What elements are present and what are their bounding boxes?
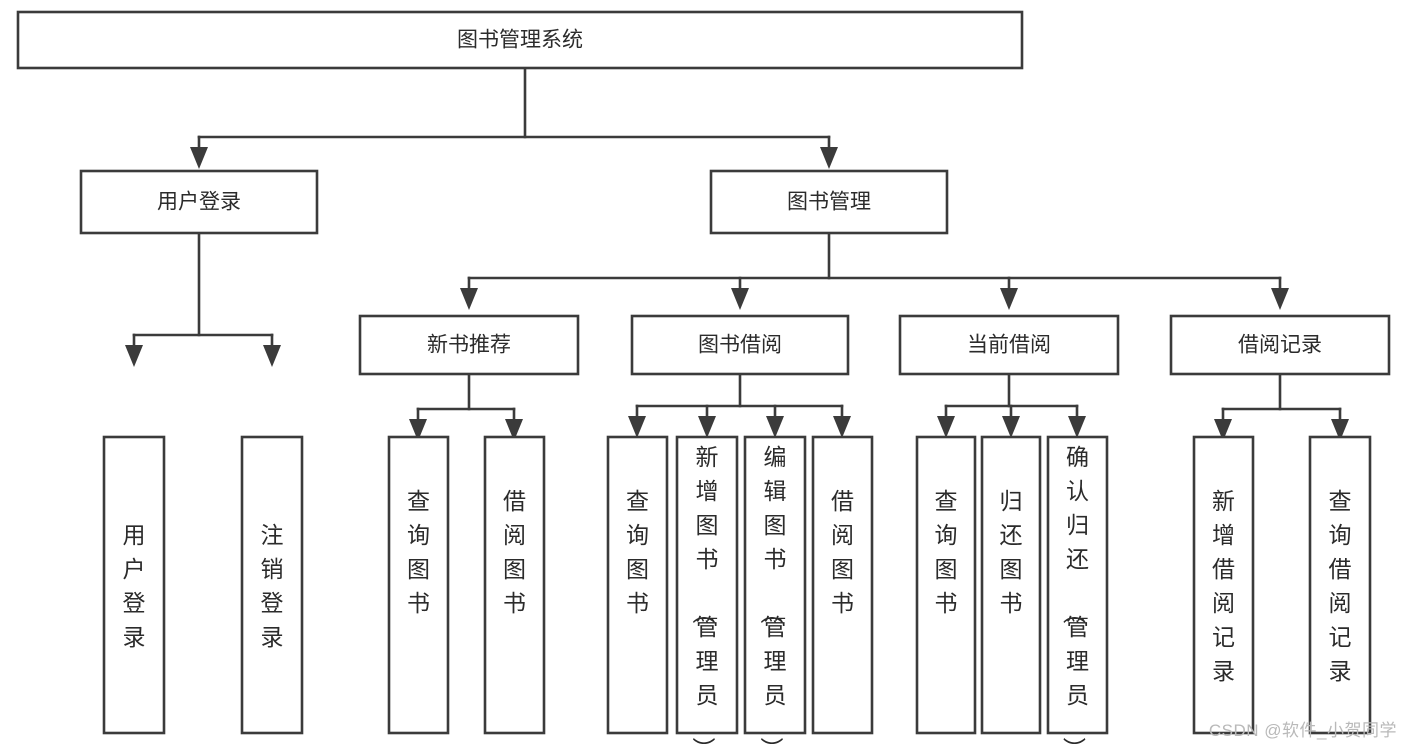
node-root-rect[interactable] xyxy=(16,10,1024,70)
connector-layer xyxy=(125,66,1349,441)
arrow-head-icon xyxy=(1271,288,1289,310)
node-level3-0[interactable] xyxy=(358,314,580,376)
node-leaf-7[interactable] xyxy=(811,435,874,735)
node-leaf-0[interactable] xyxy=(102,435,166,735)
node-level3-2[interactable] xyxy=(898,314,1120,376)
node-leaf-6-label: 编辑图书（管理员） xyxy=(759,444,787,747)
node-leaf-8[interactable] xyxy=(915,435,977,735)
arrow-head-icon xyxy=(628,416,646,438)
node-leaf-2[interactable] xyxy=(387,435,450,735)
node-leaf-10[interactable] xyxy=(1046,435,1109,735)
node-level2-1-rect[interactable] xyxy=(709,169,949,235)
arrow-head-icon xyxy=(731,288,749,310)
node-root[interactable] xyxy=(16,10,1024,70)
arrow-head-icon xyxy=(505,419,523,441)
edge-group-1-to-leaves xyxy=(628,372,851,438)
arrow-head-icon xyxy=(937,416,955,438)
node-leaf-3[interactable] xyxy=(483,435,546,735)
node-leaf-5-label: 新增图书（管理员） xyxy=(691,444,719,747)
node-leaf-5[interactable] xyxy=(675,435,739,735)
node-leaf-1[interactable] xyxy=(240,435,304,735)
node-leaf-9-rect[interactable] xyxy=(980,435,1042,735)
node-level2-0-label: 用户登录 xyxy=(157,191,241,214)
node-leaf-10-rect[interactable] xyxy=(1046,435,1109,735)
node-level3-3-rect[interactable] xyxy=(1169,314,1391,376)
node-leaf-2-label: 查询图书 xyxy=(407,488,430,616)
node-level2-1[interactable] xyxy=(709,169,949,235)
node-leaf-9-label: 归还图书 xyxy=(1000,488,1023,616)
node-level3-3-label: 借阅记录 xyxy=(1238,334,1322,357)
node-leaf-9[interactable] xyxy=(980,435,1042,735)
node-level2-0[interactable] xyxy=(79,169,319,235)
arrow-head-icon xyxy=(833,416,851,438)
node-leaf-4[interactable] xyxy=(606,435,669,735)
node-leaf-0-label: 用户登录 xyxy=(123,522,146,650)
edge-root-to-level2 xyxy=(190,66,838,169)
node-leaf-8-rect[interactable] xyxy=(915,435,977,735)
arrow-head-icon xyxy=(1331,419,1349,441)
node-leaf-12-rect[interactable] xyxy=(1308,435,1372,735)
node-level3-0-rect[interactable] xyxy=(358,314,580,376)
node-leaf-6[interactable] xyxy=(743,435,807,735)
node-leaf-6-rect[interactable] xyxy=(743,435,807,735)
node-leaf-12[interactable] xyxy=(1308,435,1372,735)
node-leaf-0-rect[interactable] xyxy=(102,435,166,735)
node-leaf-3-rect[interactable] xyxy=(483,435,546,735)
edge-group-3-to-leaves xyxy=(1214,372,1349,441)
node-level3-0-label: 新书推荐 xyxy=(427,334,511,357)
arrow-head-icon xyxy=(766,416,784,438)
edge-userlogin-to-leaves xyxy=(125,231,281,367)
node-level3-2-label: 当前借阅 xyxy=(967,334,1051,357)
node-leaf-3-label: 借阅图书 xyxy=(503,488,526,616)
arrow-head-icon xyxy=(1068,416,1086,438)
arrow-head-icon xyxy=(1002,416,1020,438)
node-layer: 图书管理系统用户登录图书管理新书推荐图书借阅当前借阅借阅记录用户登录注销登录查询… xyxy=(16,10,1391,747)
node-leaf-1-label: 注销登录 xyxy=(261,522,284,650)
node-root-label: 图书管理系统 xyxy=(457,29,583,52)
node-leaf-11-rect[interactable] xyxy=(1192,435,1255,735)
node-leaf-11-label: 新增借阅记录 xyxy=(1212,488,1235,684)
node-level3-1-label: 图书借阅 xyxy=(698,334,782,357)
node-level2-1-label: 图书管理 xyxy=(787,191,871,214)
edge-group-0-to-leaves xyxy=(409,372,523,441)
node-level2-0-rect[interactable] xyxy=(79,169,319,235)
node-level3-1-rect[interactable] xyxy=(630,314,850,376)
node-leaf-2-rect[interactable] xyxy=(387,435,450,735)
node-leaf-4-label: 查询图书 xyxy=(626,488,649,616)
edge-bookmgmt-to-level3 xyxy=(460,231,1289,310)
node-leaf-7-rect[interactable] xyxy=(811,435,874,735)
node-leaf-4-rect[interactable] xyxy=(606,435,669,735)
arrow-head-icon xyxy=(263,345,281,367)
node-leaf-5-rect[interactable] xyxy=(675,435,739,735)
arrow-head-icon xyxy=(820,147,838,169)
node-leaf-7-label: 借阅图书 xyxy=(831,488,854,616)
node-leaf-12-label: 查询借阅记录 xyxy=(1329,488,1352,684)
node-level3-3[interactable] xyxy=(1169,314,1391,376)
node-leaf-1-rect[interactable] xyxy=(240,435,304,735)
node-leaf-8-label: 查询图书 xyxy=(935,488,958,616)
arrow-head-icon xyxy=(190,147,208,169)
arrow-head-icon xyxy=(460,288,478,310)
arrow-head-icon xyxy=(698,416,716,438)
arrow-head-icon xyxy=(409,419,427,441)
edge-group-2-to-leaves xyxy=(937,372,1086,438)
node-level3-1[interactable] xyxy=(630,314,850,376)
arrow-head-icon xyxy=(125,345,143,367)
node-leaf-11[interactable] xyxy=(1192,435,1255,735)
node-level3-2-rect[interactable] xyxy=(898,314,1120,376)
node-leaf-10-label: 确认归还（管理员） xyxy=(1061,444,1089,747)
watermark-text: CSDN @软件_小贺同学 xyxy=(1208,721,1397,740)
arrow-head-icon xyxy=(1000,288,1018,310)
arrow-head-icon xyxy=(1214,419,1232,441)
